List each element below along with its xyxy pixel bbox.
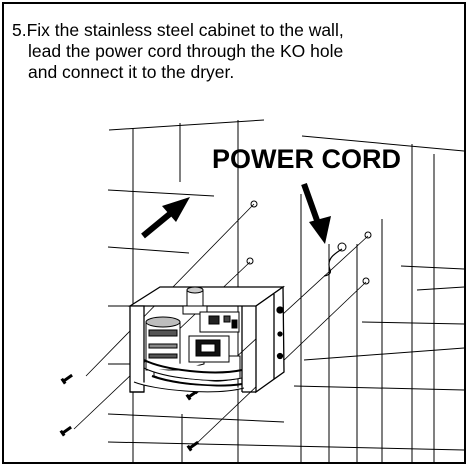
- power-cord-label: POWER CORD: [212, 144, 401, 174]
- installation-diagram: POWER CORD: [59, 119, 464, 462]
- steel-cabinet: [127, 285, 286, 394]
- instruction-line-2: lead the power cord through the KO hole: [28, 41, 344, 61]
- power-cord: [323, 248, 343, 277]
- instruction-line-1: 5.Fix the stainless steel cabinet to the…: [12, 20, 344, 40]
- step-instruction: 5.Fix the stainless steel cabinet to the…: [12, 20, 457, 83]
- wall-holes: [246, 200, 372, 285]
- direction-arrow-icon: [141, 197, 190, 239]
- callout-arrow-icon: [301, 182, 331, 244]
- instruction-line-3: and connect it to the dryer.: [28, 62, 235, 82]
- instruction-panel: 5.Fix the stainless steel cabinet to the…: [2, 2, 466, 464]
- dryer-unit: [133, 286, 245, 393]
